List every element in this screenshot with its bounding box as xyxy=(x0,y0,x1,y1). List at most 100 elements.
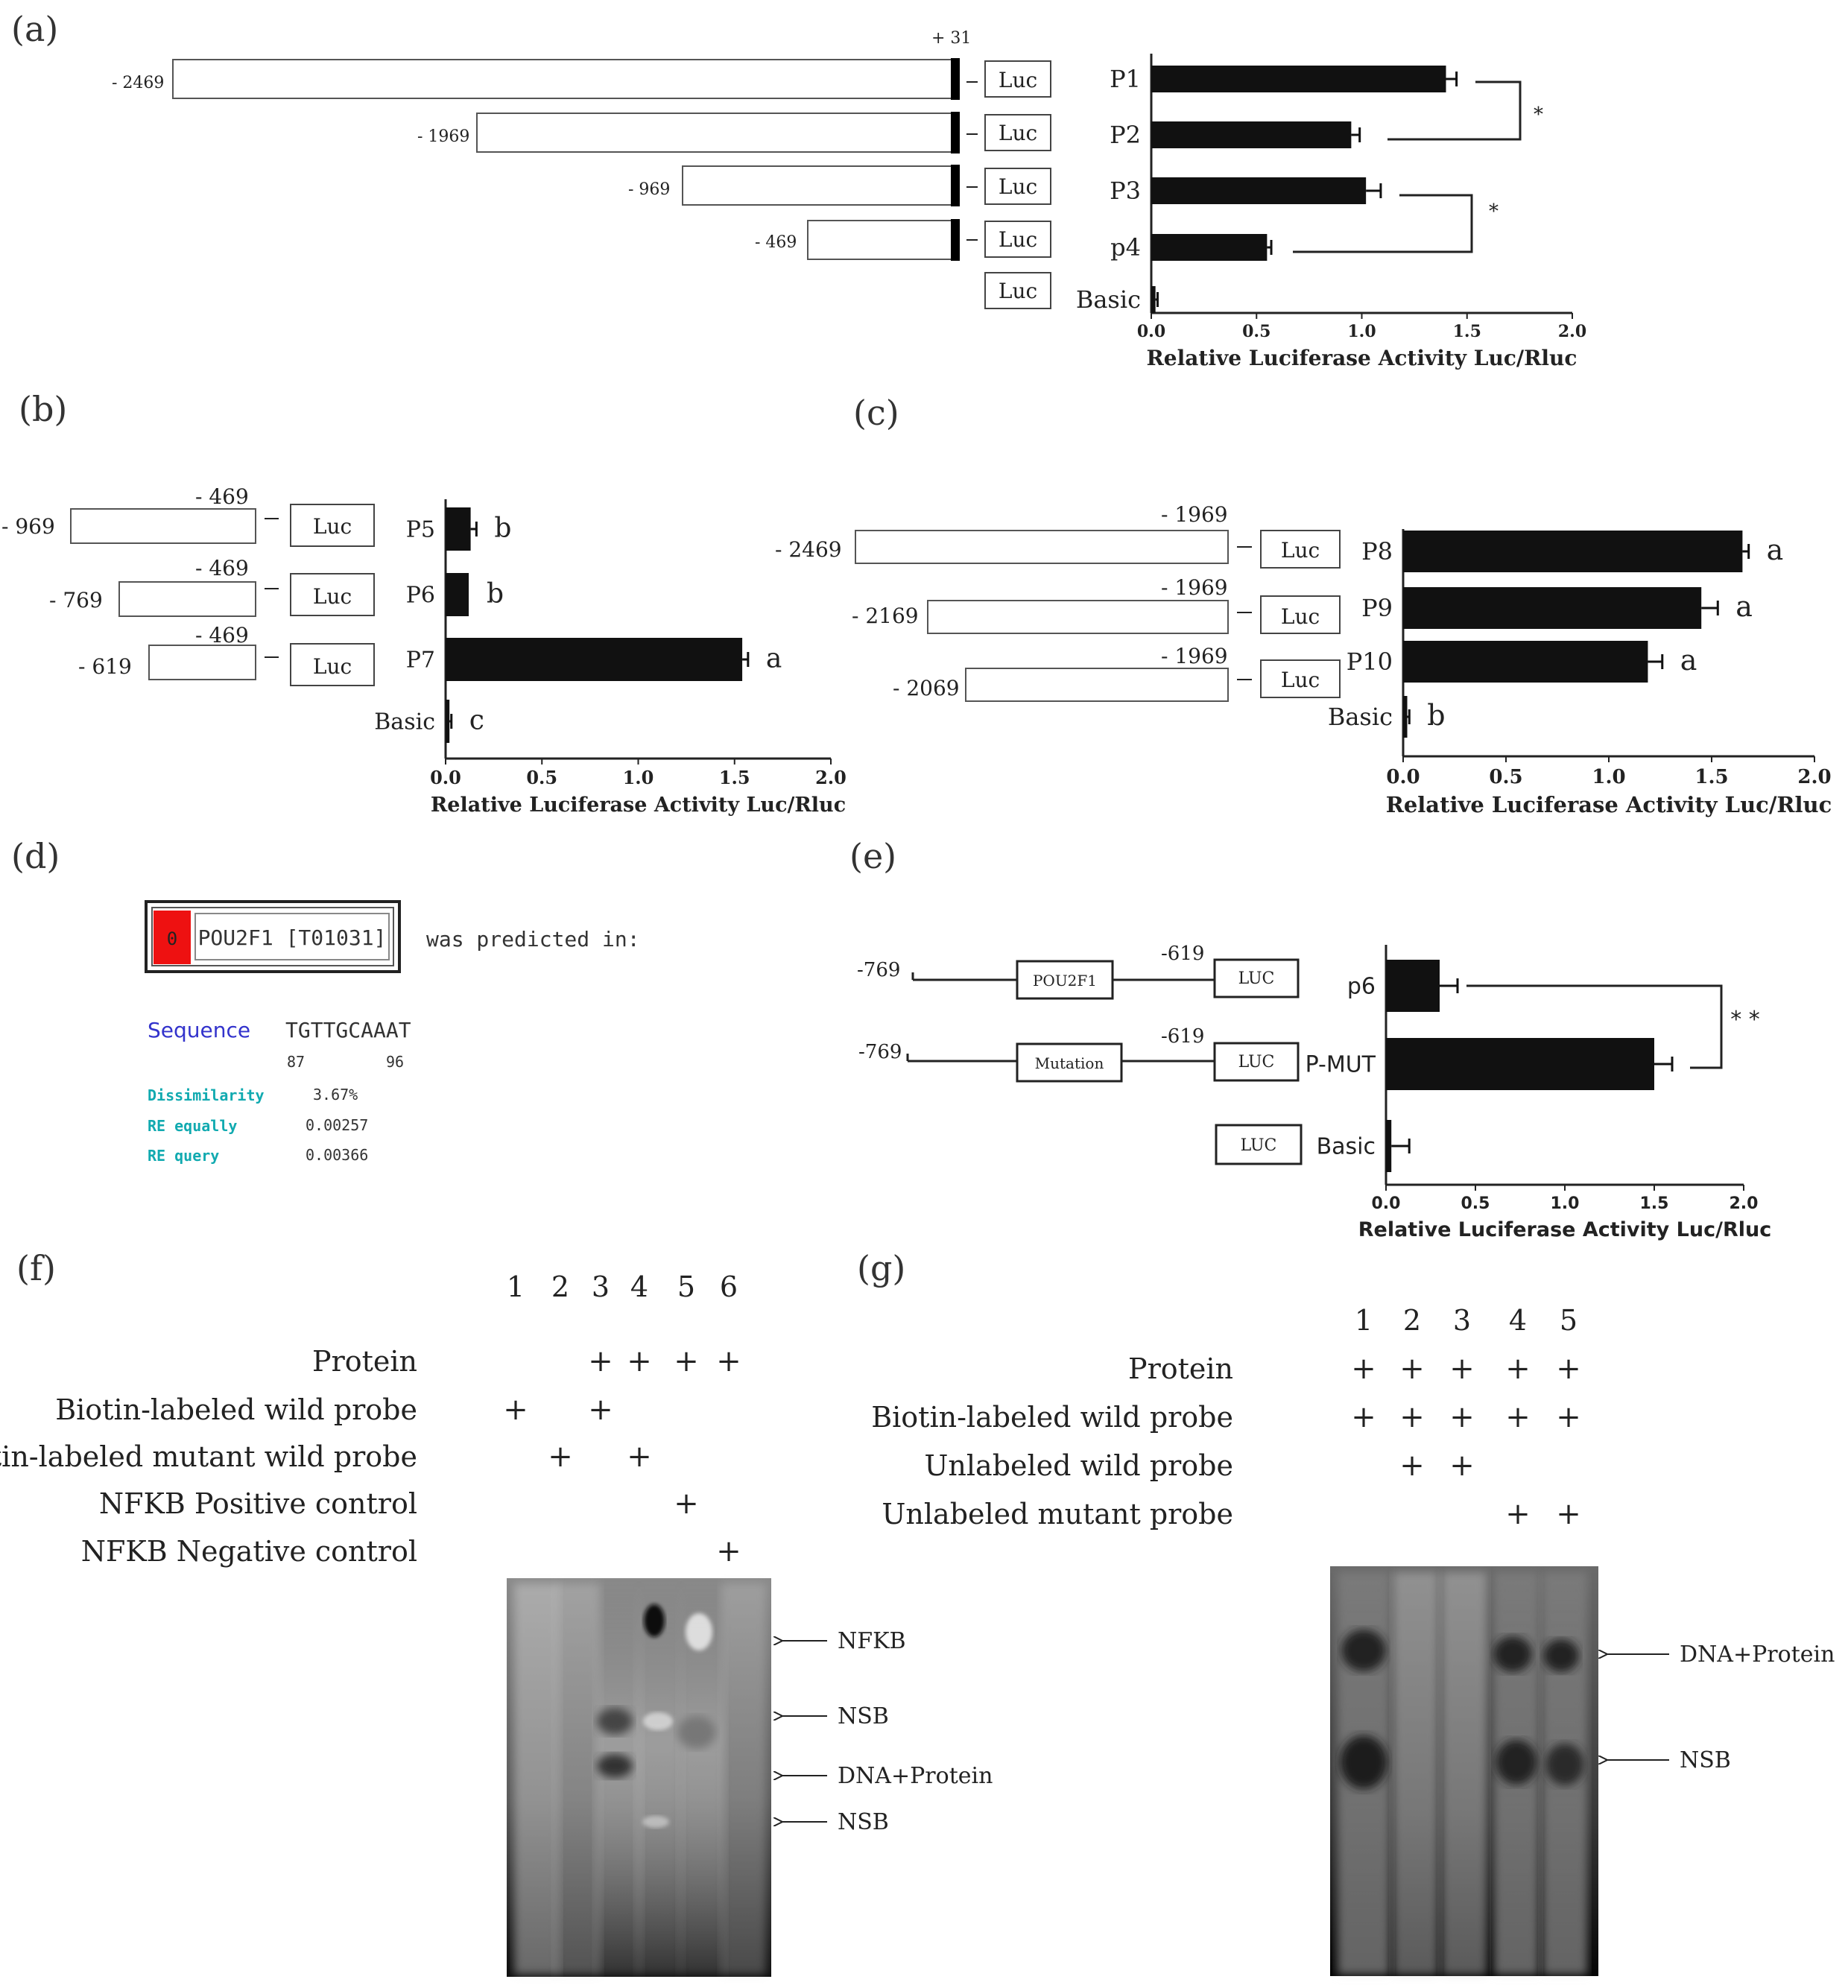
gel-band xyxy=(644,1604,665,1637)
promoter-fragment xyxy=(172,59,956,99)
promoter-fragment xyxy=(807,220,956,260)
luc-box xyxy=(1260,595,1341,634)
factor-badge-number: 0 xyxy=(167,928,177,949)
gel-band xyxy=(1543,1639,1579,1672)
sequence-value: TGTTGCAAAT xyxy=(285,1018,411,1042)
plus-mark: + xyxy=(627,1344,652,1378)
x-axis-label: Relative Luciferase Activity Luc/Rluc xyxy=(431,794,846,817)
luc-label: Luc xyxy=(999,121,1037,145)
lane-number: 2 xyxy=(551,1270,569,1303)
stat-value: 3.67% xyxy=(313,1086,358,1104)
x-tick-label: 1.5 xyxy=(1640,1194,1669,1213)
significance-bracket xyxy=(1293,194,1473,253)
luc-box xyxy=(1215,1124,1303,1165)
construct-start-label: -769 xyxy=(858,1041,902,1063)
tss-label: + 31 xyxy=(931,29,971,48)
bar xyxy=(1403,696,1408,738)
gel-band xyxy=(677,1716,716,1749)
panel-d-label: (d) xyxy=(11,836,60,876)
plus-mark: + xyxy=(1556,1497,1581,1531)
bar xyxy=(1151,234,1268,261)
plus-mark: + xyxy=(1399,1449,1425,1483)
luc-label: LUC xyxy=(1241,1136,1277,1155)
panel-a-constructs: - 2469 + 31 Luc - 1969 Luc - 969 Luc - 4… xyxy=(112,29,1051,309)
significance-letter: b xyxy=(1427,699,1445,732)
luc-box xyxy=(290,504,375,547)
condition-label: Biotin-labeled wild probe xyxy=(871,1401,1233,1434)
construct-end-label: - 469 xyxy=(195,556,249,580)
construct-start-label: -769 xyxy=(857,959,900,981)
bar xyxy=(1151,177,1367,204)
bar xyxy=(1151,121,1352,148)
luc-label: Luc xyxy=(999,279,1037,303)
category-label: p6 xyxy=(1347,974,1376,1000)
lane-number: 5 xyxy=(1560,1304,1578,1337)
construct-start-label: - 769 xyxy=(49,588,103,612)
lane-number: 1 xyxy=(1355,1304,1373,1337)
x-tick-label: 1.5 xyxy=(1694,766,1728,788)
construct-start-label: - 969 xyxy=(628,180,670,199)
significance-bracket xyxy=(1466,984,1723,1069)
stat-label: RE equally xyxy=(148,1117,237,1135)
bar xyxy=(1386,1120,1392,1172)
luc-box xyxy=(984,114,1051,151)
x-tick-label: 1.5 xyxy=(719,767,750,788)
significance-star: * xyxy=(1534,104,1543,126)
band-label: NFKB xyxy=(838,1628,906,1654)
element-label: Mutation xyxy=(1035,1054,1104,1072)
bar xyxy=(446,507,471,551)
luc-label: Luc xyxy=(313,514,352,539)
promoter-fragment xyxy=(148,645,256,680)
x-tick-label: 1.0 xyxy=(1592,766,1625,788)
band-label: DNA+Protein xyxy=(838,1763,993,1789)
panel-c: (c) - 1969 - 2469 Luc - 1969 - 2169 Luc … xyxy=(775,393,1832,817)
construct-end-label: - 469 xyxy=(195,623,249,648)
gel-band xyxy=(597,1708,633,1735)
category-label: Basic xyxy=(1317,1134,1376,1160)
luc-label: Luc xyxy=(999,174,1037,199)
x-tick-label: 1.5 xyxy=(1453,322,1481,341)
x-tick-label: 0.0 xyxy=(1137,322,1165,341)
lane-number: 6 xyxy=(720,1270,738,1303)
tss-marker xyxy=(951,58,960,100)
plus-mark: + xyxy=(1449,1352,1475,1386)
construct-start-label: - 2469 xyxy=(775,537,842,562)
luc-box xyxy=(984,221,1051,258)
x-tick-label: 0.0 xyxy=(1372,1194,1401,1213)
gel-lane xyxy=(1393,1572,1438,1975)
x-tick-label: 1.0 xyxy=(623,767,654,788)
gel-band xyxy=(597,1754,633,1778)
bar xyxy=(1151,66,1446,92)
promoter-fragment xyxy=(927,600,1229,634)
band-label: NSB xyxy=(838,1703,889,1729)
promoter-fragment xyxy=(855,530,1229,564)
significance-letter: b xyxy=(487,579,504,610)
lane-number: 2 xyxy=(1403,1304,1421,1337)
condition-label: Protein xyxy=(312,1345,417,1378)
plus-mark: + xyxy=(716,1344,741,1378)
x-tick-label: 0.5 xyxy=(1242,322,1270,341)
condition-label: Protein xyxy=(1128,1352,1233,1385)
bar xyxy=(1403,531,1743,572)
lane-number: 1 xyxy=(507,1270,525,1303)
luc-box xyxy=(984,60,1051,98)
panel-e: (e) -769 POU2F1 -619 LUC -769 Mutation -… xyxy=(849,836,1771,1241)
luc-box xyxy=(290,643,375,686)
construct-start-label: - 469 xyxy=(755,233,797,252)
luc-label: Luc xyxy=(999,227,1037,252)
construct-end-label: - 1969 xyxy=(1161,502,1228,527)
plus-mark: + xyxy=(1556,1400,1581,1434)
panel-b-constructs: - 469 - 969 Luc - 469 - 769 Luc - 469 - … xyxy=(1,484,375,686)
gel-band xyxy=(1340,1735,1387,1789)
stat-label: Dissimilarity xyxy=(148,1086,265,1104)
x-tick-label: 0.5 xyxy=(1489,766,1522,788)
tss-marker xyxy=(951,112,960,153)
x-tick-label: 2.0 xyxy=(815,767,847,788)
panel-a-label: (a) xyxy=(11,9,58,49)
construct-end-label: -619 xyxy=(1161,1025,1204,1048)
